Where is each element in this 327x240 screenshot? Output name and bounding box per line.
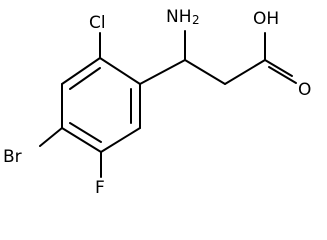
fluorine-label: F xyxy=(95,178,105,198)
ch-to-ch2-bond xyxy=(184,59,226,85)
ring-bond-6 xyxy=(61,57,101,85)
ring-bond-1 xyxy=(99,57,141,85)
chlorine-label: Cl xyxy=(89,13,106,33)
ring-bond-3 xyxy=(100,127,141,153)
ring-to-ch-bond xyxy=(139,59,186,85)
c-o-double-bond-a xyxy=(264,59,293,77)
carbonyl-oxygen-label: O xyxy=(298,80,311,100)
molecule-canvas: Cl Br F NH 2 OH O xyxy=(3,7,312,198)
bromine-label: Br xyxy=(3,147,22,167)
skeletal-structure: Cl Br F NH 2 OH O xyxy=(3,7,311,198)
ch2-to-cooh-bond xyxy=(224,59,266,85)
benzene-ring xyxy=(61,57,141,153)
amine-subscript: 2 xyxy=(192,13,200,27)
ring-bond-4-inner xyxy=(69,122,102,143)
ring-bond-6-inner xyxy=(69,67,101,90)
amine-label: NH xyxy=(166,7,192,27)
c-br-bond xyxy=(39,127,63,147)
hydroxyl-label: OH xyxy=(253,9,279,29)
ring-bond-4 xyxy=(61,127,102,153)
c-o-double-bond-b xyxy=(268,66,297,84)
